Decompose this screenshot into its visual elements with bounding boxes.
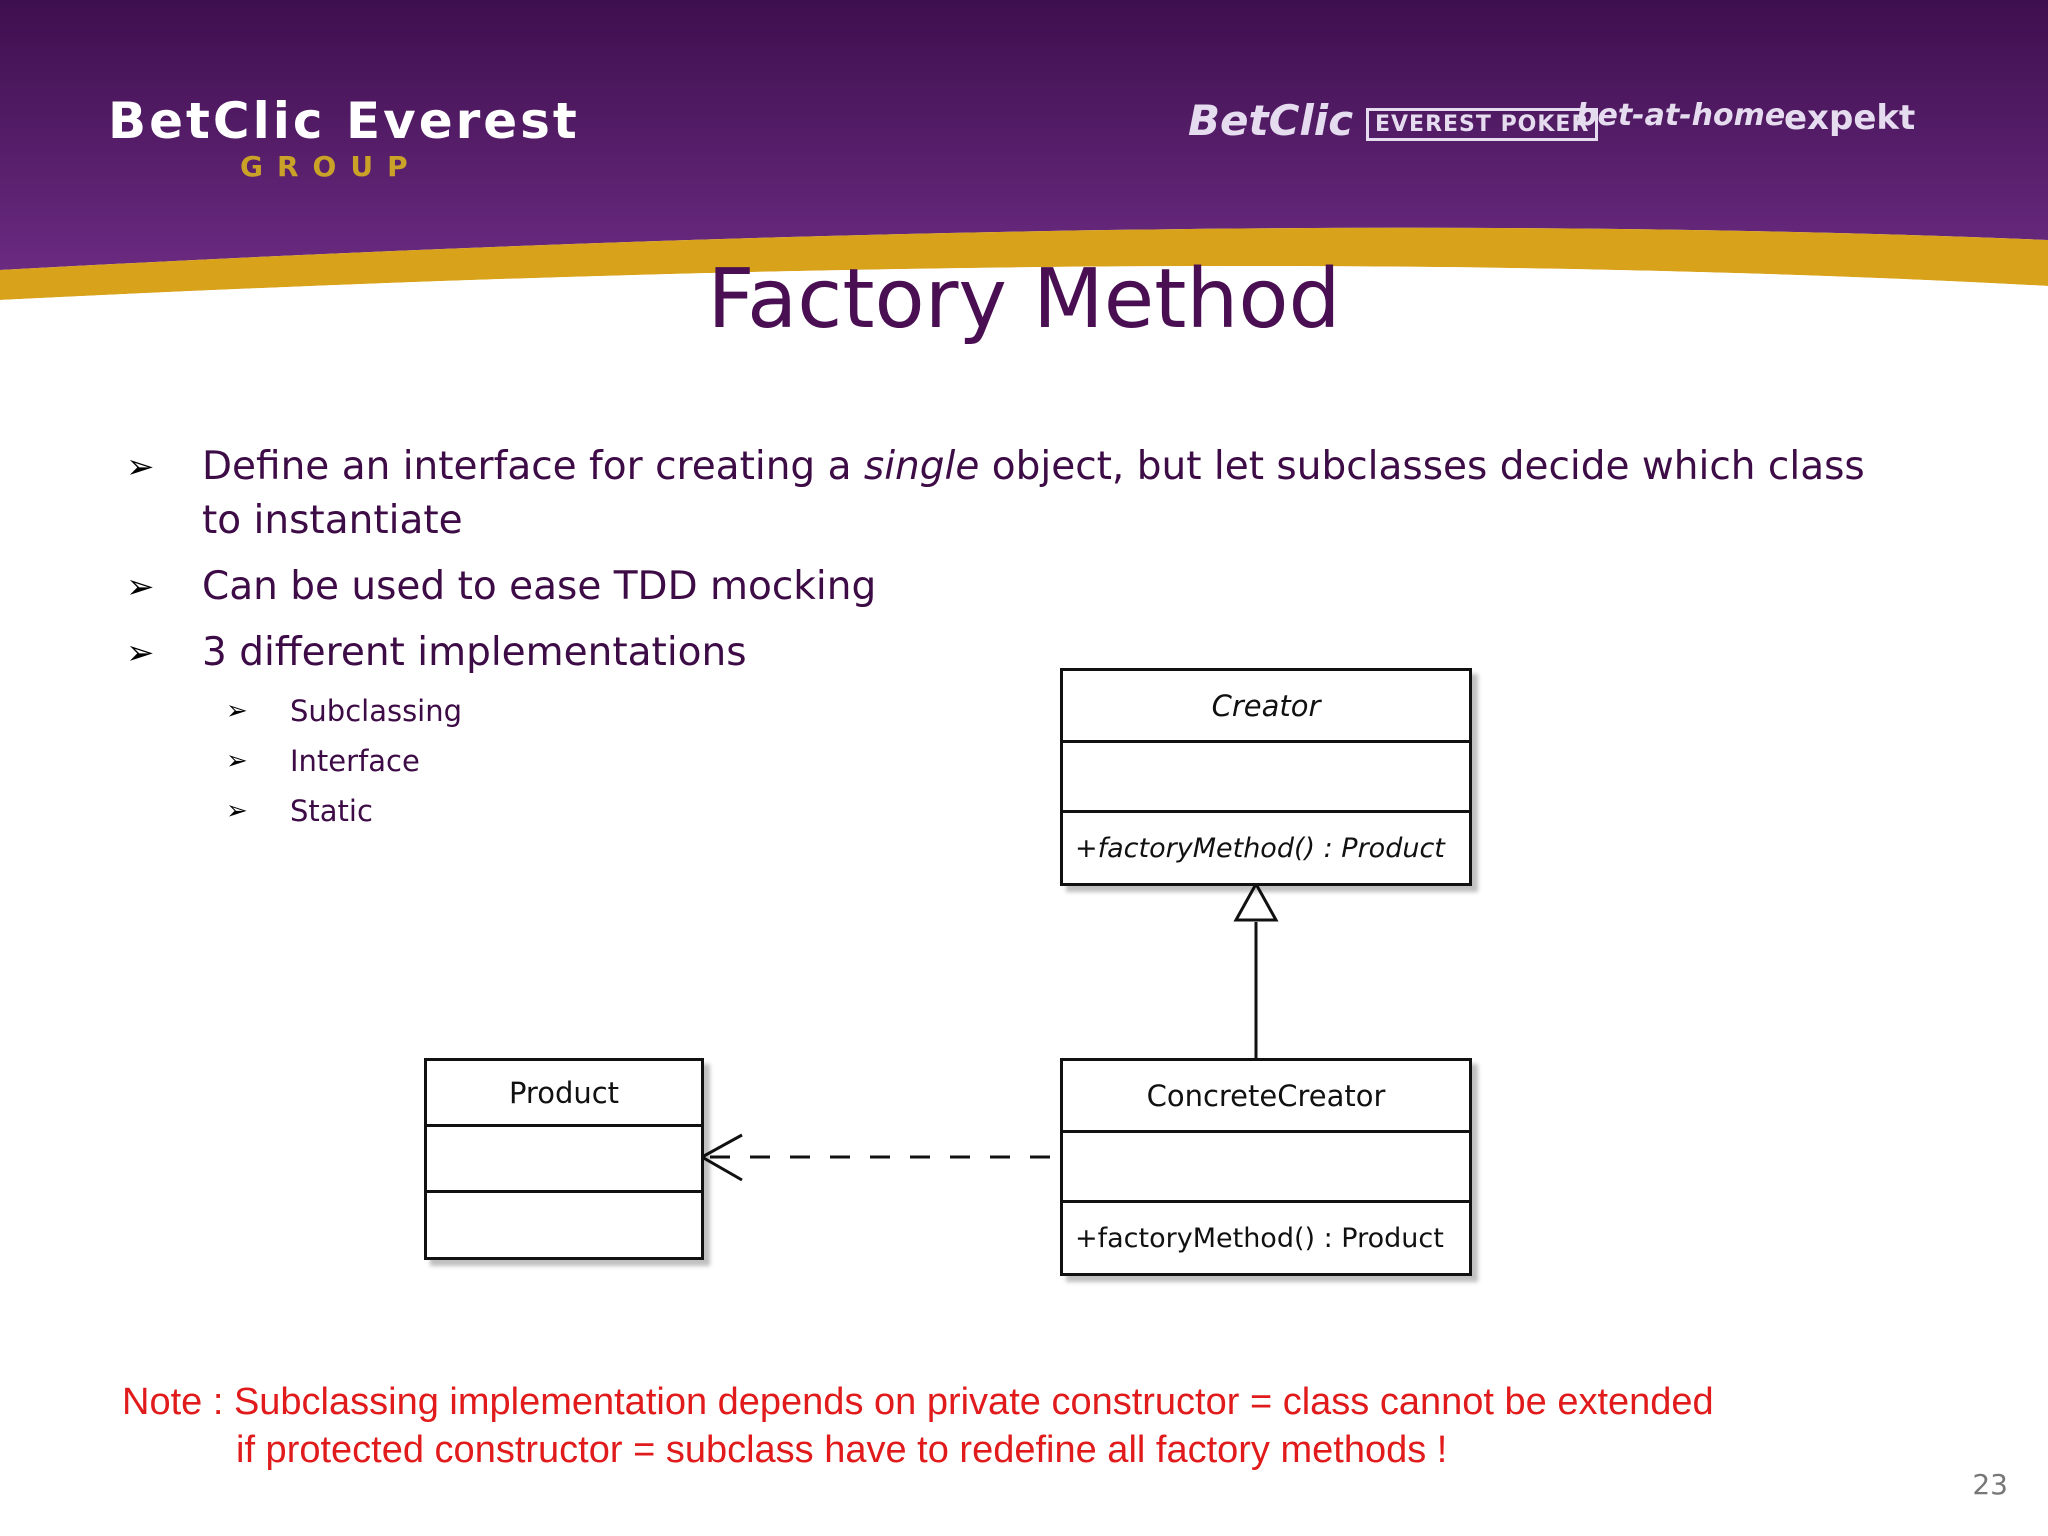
subbullet-text: Static (290, 794, 373, 828)
uml-method: +factoryMethod() : Product (1075, 1222, 1444, 1254)
uml-class-name: Product (427, 1061, 701, 1127)
note-text: Note : Subclassing implementation depend… (122, 1378, 1714, 1474)
uml-attributes-section (1063, 743, 1469, 813)
subbullet-text: Subclassing (290, 694, 463, 728)
bullet-text: Can be used to ease TDD mocking (202, 564, 877, 609)
uml-class-creator: Creator +factoryMethod() : Product (1060, 668, 1472, 886)
partner-logo-bet-at-home: bet-at-home (1576, 98, 1786, 133)
arrow-bullet-icon: ➢ (126, 633, 155, 673)
slide-title: Factory Method (707, 252, 1341, 347)
bullet-list: ➢ Define an interface for creating a sin… (120, 440, 1880, 692)
uml-class-product: Product (424, 1058, 704, 1260)
subbullet-item: ➢ Static (224, 786, 462, 836)
uml-method: +factoryMethod() : Product (1075, 832, 1445, 864)
dependency-arrowhead (698, 1133, 743, 1182)
uml-class-name: Creator (1063, 671, 1469, 743)
uml-class-name: ConcreteCreator (1063, 1061, 1469, 1133)
inheritance-arrowhead (1233, 880, 1279, 922)
arrow-bullet-icon: ➢ (126, 567, 155, 607)
subbullet-item: ➢ Subclassing (224, 686, 462, 736)
uml-class-concrete-creator: ConcreteCreator +factoryMethod() : Produ… (1060, 1058, 1472, 1276)
note-line-1: Note : Subclassing implementation depend… (122, 1381, 1714, 1423)
banner-graphic (0, 0, 2048, 300)
arrow-bullet-icon: ➢ (126, 447, 155, 487)
arrow-bullet-icon: ➢ (226, 696, 248, 726)
header-banner: BetClic Everest GROUP BetClic EVEREST PO… (0, 0, 2048, 300)
brand-logo-subtext: GROUP (240, 150, 422, 183)
uml-attributes-section (1063, 1133, 1469, 1203)
subbullet-text: Interface (290, 744, 420, 778)
note-line-2: if protected constructor = subclass have… (236, 1429, 1448, 1471)
uml-attributes-section (427, 1127, 701, 1193)
partner-logo-expekt: expekt (1784, 98, 1916, 138)
uml-methods-section (427, 1193, 701, 1257)
arrow-bullet-icon: ➢ (226, 746, 248, 776)
subbullet-item: ➢ Interface (224, 736, 462, 786)
brand-logo-text: BetClic Everest (108, 92, 580, 150)
bullet-item: ➢ Can be used to ease TDD mocking (120, 560, 1880, 614)
page-number: 23 (1972, 1468, 2008, 1501)
bullet-text: Define an interface for creating a singl… (202, 444, 1865, 543)
arrow-bullet-icon: ➢ (226, 796, 248, 826)
bullet-item: ➢ 3 different implementations (120, 626, 1880, 680)
bullet-item: ➢ Define an interface for creating a sin… (120, 440, 1880, 548)
partner-logo-betclic: BetClic (1188, 96, 1354, 145)
partner-logo-everest-poker: EVEREST POKER (1366, 108, 1599, 141)
bullet-text: 3 different implementations (202, 630, 747, 675)
subbullet-list: ➢ Subclassing ➢ Interface ➢ Static (224, 686, 462, 836)
